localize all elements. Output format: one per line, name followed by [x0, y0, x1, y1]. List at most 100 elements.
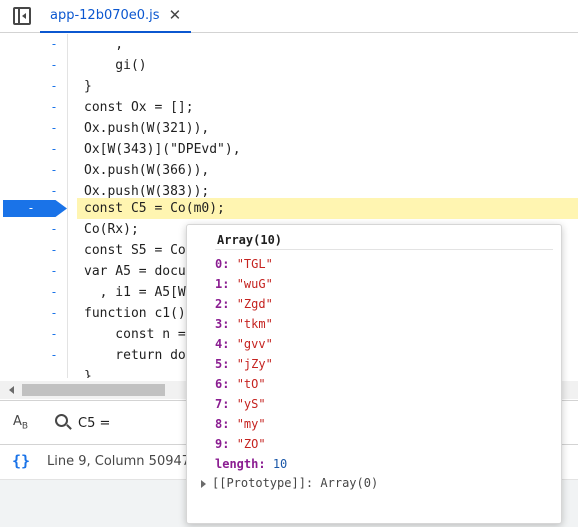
array-value: "tkm"	[236, 317, 273, 331]
array-value: "ZO"	[236, 437, 266, 451]
array-item: 2: "Zgd"	[215, 294, 273, 314]
length-value: 10	[272, 457, 288, 471]
gutter-marker[interactable]: -	[50, 222, 58, 236]
code-text: return do	[84, 348, 186, 363]
scrollbar-thumb[interactable]	[22, 384, 165, 396]
array-index: 2:	[215, 297, 230, 311]
popover-divider	[215, 249, 553, 250]
scroll-left-icon[interactable]	[9, 386, 14, 394]
code-line: - var A5 = docu	[0, 261, 578, 282]
array-length: length: 10	[215, 454, 287, 474]
code-text: }	[84, 79, 92, 94]
code-line: - function c1()	[0, 303, 578, 324]
code-text: const Ox = [];	[84, 100, 194, 115]
cursor-position: Line 9, Column 50947	[47, 454, 191, 469]
gutter-marker[interactable]: -	[50, 121, 58, 135]
prototype-value: Array(0)	[320, 476, 379, 490]
gutter-marker[interactable]: -	[50, 37, 58, 51]
code-line: - const S5 = Co	[0, 240, 578, 261]
code-line: - Ox.push(W(383));	[0, 181, 578, 202]
prototype-row[interactable]: [[Prototype]]: Array(0)	[201, 473, 378, 493]
breakpoint-marker-label: -	[27, 201, 35, 215]
code-text: ,	[84, 37, 124, 52]
array-value: "jZy"	[236, 357, 273, 371]
code-line-paused: const C5 = Co(m0);	[77, 198, 578, 219]
gutter-marker[interactable]: -	[50, 184, 58, 198]
gutter-marker[interactable]: -	[50, 243, 58, 257]
match-case-icon[interactable]: AB	[13, 414, 28, 432]
popover-title: Array(10)	[217, 233, 283, 247]
array-index: 3:	[215, 317, 230, 331]
pretty-print-icon[interactable]: {}	[12, 452, 31, 470]
code-line: - return do	[0, 345, 578, 366]
array-index: 9:	[215, 437, 230, 451]
gutter-marker[interactable]: -	[50, 285, 58, 299]
value-popover: Array(10) 0: "TGL" 1: "wuG" 2: "Zgd" 3: …	[186, 224, 562, 524]
code-text: Ox.push(W(383));	[84, 184, 210, 199]
array-index: 8:	[215, 417, 230, 431]
code-line: - Ox.push(W(321)),	[0, 118, 578, 139]
code-text: var A5 = docu	[84, 264, 186, 279]
code-line: - const n =	[0, 324, 578, 345]
gutter-marker[interactable]: -	[50, 79, 58, 93]
array-item: 7: "yS"	[215, 394, 266, 414]
array-item: 4: "gvv"	[215, 334, 273, 354]
code-text: Ox.push(W(366)),	[84, 163, 210, 178]
match-case-icon-b: B	[21, 421, 29, 432]
breakpoint-marker[interactable]: -	[3, 200, 67, 217]
array-item: 0: "TGL"	[215, 254, 273, 274]
code-text: const S5 = Co	[84, 243, 186, 258]
array-value: "Zgd"	[236, 297, 273, 311]
tab-app-file[interactable]: app-12b070e0.js ✕	[40, 0, 192, 33]
array-value: "tO"	[236, 377, 266, 391]
array-value: "wuG"	[236, 277, 273, 291]
close-icon[interactable]: ✕	[168, 6, 182, 24]
array-item: 9: "ZO"	[215, 434, 266, 454]
code-line: - Ox[W(343)]("DPEvd"),	[0, 139, 578, 160]
prototype-key: [[Prototype]]:	[212, 476, 314, 490]
code-text: const n =	[84, 327, 186, 342]
tab-bar: app-12b070e0.js ✕	[0, 0, 578, 33]
expand-triangle-icon[interactable]	[201, 479, 206, 488]
search-input[interactable]	[78, 413, 188, 433]
code-text: Ox[W(343)]("DPEvd"),	[84, 142, 241, 157]
code-line: - Co(Rx);	[0, 219, 578, 240]
array-value: "TGL"	[236, 257, 273, 271]
array-index: 4:	[215, 337, 230, 351]
array-value: "gvv"	[236, 337, 273, 351]
gutter-marker[interactable]: -	[50, 348, 58, 362]
array-index: 6:	[215, 377, 230, 391]
array-item: 6: "tO"	[215, 374, 266, 394]
gutter-marker[interactable]: -	[50, 306, 58, 320]
array-index: 5:	[215, 357, 230, 371]
array-index: 7:	[215, 397, 230, 411]
tab-title: app-12b070e0.js	[50, 8, 160, 23]
sidebar-toggle-icon[interactable]	[13, 7, 31, 25]
code-line: - , i1 = A5[W	[0, 282, 578, 303]
gutter-marker[interactable]: -	[50, 163, 58, 177]
length-key: length:	[215, 457, 266, 471]
gutter-marker[interactable]: -	[50, 327, 58, 341]
code-text: , i1 = A5[W	[84, 285, 186, 300]
code-line: - gi()	[0, 55, 578, 76]
code-line: - const Ox = [];	[0, 97, 578, 118]
array-item: 3: "tkm"	[215, 314, 273, 334]
array-item: 5: "jZy"	[215, 354, 273, 374]
array-value: "yS"	[236, 397, 266, 411]
gutter-marker[interactable]: -	[50, 142, 58, 156]
code-text: }	[84, 369, 92, 378]
code-line: - ,	[0, 34, 578, 55]
code-line: - }	[0, 76, 578, 97]
array-value: "my"	[236, 417, 266, 431]
code-text: const C5 = Co(m0);	[84, 201, 225, 216]
array-item: 1: "wuG"	[215, 274, 273, 294]
code-text: gi()	[84, 58, 147, 73]
gutter-marker[interactable]: -	[50, 58, 58, 72]
gutter-marker[interactable]: -	[50, 100, 58, 114]
array-index: 1:	[215, 277, 230, 291]
code-text: Co(Rx);	[84, 222, 139, 237]
code-text: Ox.push(W(321)),	[84, 121, 210, 136]
code-text: function c1()	[84, 306, 186, 321]
line-gutter	[0, 34, 68, 378]
gutter-marker[interactable]: -	[50, 264, 58, 278]
